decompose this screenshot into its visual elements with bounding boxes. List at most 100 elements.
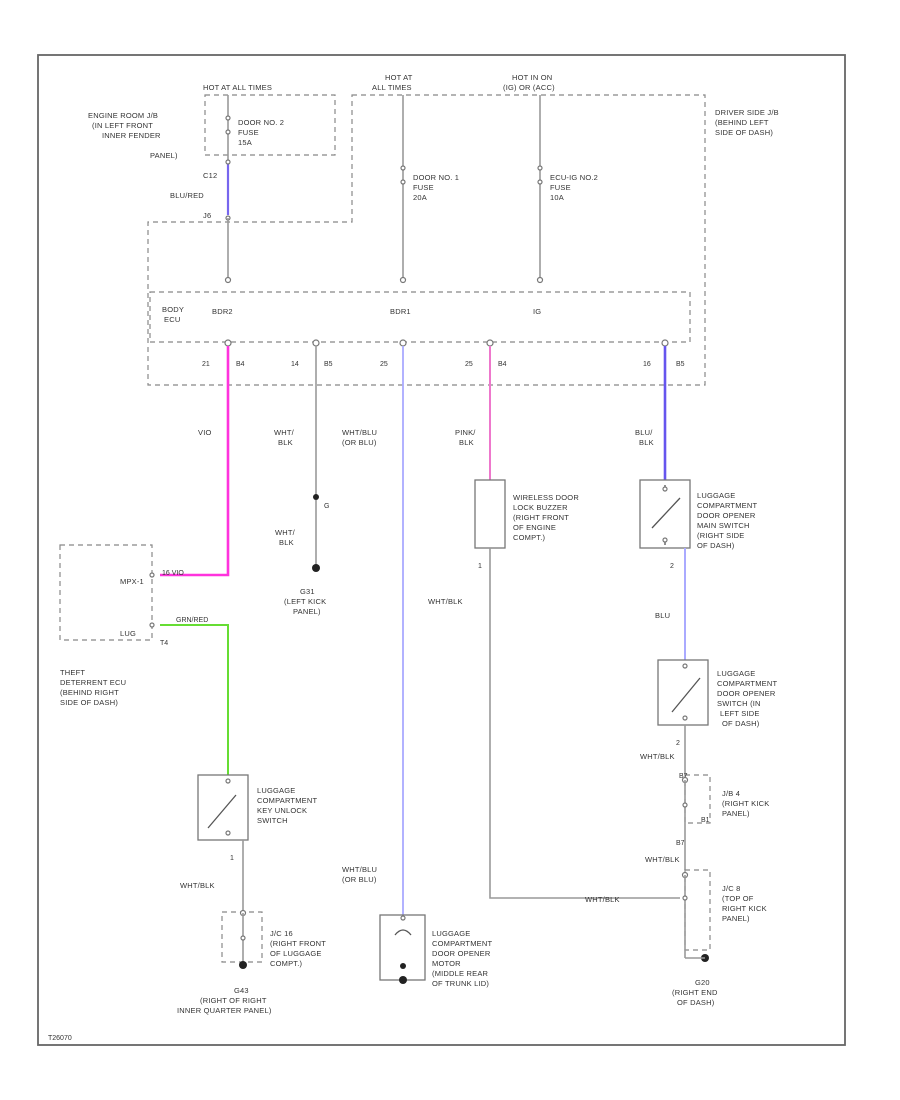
hot-on-label-1: HOT IN ON xyxy=(512,73,552,82)
svg-text:THEFT: THEFT xyxy=(60,668,85,677)
svg-text:(BEHIND LEFT: (BEHIND LEFT xyxy=(715,118,769,127)
svg-text:25: 25 xyxy=(465,361,473,368)
svg-text:COMPT.): COMPT.) xyxy=(270,959,303,968)
svg-text:OF DASH): OF DASH) xyxy=(677,998,715,1007)
theft-ecu-wire-grn-label: GRN/RED xyxy=(176,617,208,624)
svg-text:PINK/: PINK/ xyxy=(455,428,476,437)
figure-id: T26070 xyxy=(48,1035,72,1042)
svg-text:(RIGHT END: (RIGHT END xyxy=(672,988,718,997)
hot-all-times-label-2a: HOT AT xyxy=(385,73,413,82)
svg-text:DRIVER SIDE J/B: DRIVER SIDE J/B xyxy=(715,108,779,117)
engine-room-jb-box xyxy=(204,94,336,156)
svg-text:WHT/BLU: WHT/BLU xyxy=(342,865,377,874)
svg-text:(IN LEFT FRONT: (IN LEFT FRONT xyxy=(92,121,153,130)
wire-wht-blk-2-label: WHT/ BLK xyxy=(275,528,296,547)
svg-text:DOOR NO. 1: DOOR NO. 1 xyxy=(413,173,459,182)
svg-text:WHT/: WHT/ xyxy=(275,528,296,537)
svg-text:INNER FENDER: INNER FENDER xyxy=(102,131,161,140)
svg-text:(TOP OF: (TOP OF xyxy=(722,894,754,903)
ground-g20-label: G20 (RIGHT END OF DASH) xyxy=(672,978,718,1007)
svg-text:COMPARTMENT: COMPARTMENT xyxy=(717,679,777,688)
ground-g43-label: G43 (RIGHT OF RIGHT INNER QUARTER PANEL) xyxy=(177,986,272,1015)
lug-opener-switch-box xyxy=(657,659,709,726)
svg-text:DOOR OPENER: DOOR OPENER xyxy=(432,949,491,958)
svg-text:DOOR OPENER: DOOR OPENER xyxy=(717,689,776,698)
svg-text:OF LUGGAGE: OF LUGGAGE xyxy=(270,949,322,958)
key-sw-pin-label: 1 xyxy=(230,855,234,862)
wire-wht-blk-4-label: WHT/BLK xyxy=(640,752,675,761)
svg-text:(OR BLU): (OR BLU) xyxy=(342,438,377,447)
theft-ecu-connector-label: T4 xyxy=(160,640,168,647)
svg-text:COMPARTMENT: COMPARTMENT xyxy=(257,796,317,805)
theft-ecu-pin-mpx1: MPX-1 xyxy=(120,577,144,586)
jc8-label: J/C 8 (TOP OF RIGHT KICK PANEL) xyxy=(722,884,767,923)
svg-text:(MIDDLE REAR: (MIDDLE REAR xyxy=(432,969,489,978)
key-unlock-switch-box xyxy=(197,774,249,841)
wireless-buzzer-box xyxy=(474,479,506,549)
wire-wht-blk-5-label: WHT/BLK xyxy=(645,855,680,864)
jb4-label: J/B 4 (RIGHT KICK PANEL) xyxy=(722,789,769,818)
svg-text:MAIN SWITCH: MAIN SWITCH xyxy=(697,521,750,530)
svg-text:B5: B5 xyxy=(324,361,333,368)
wire-blu-blk-label: BLU/ BLK xyxy=(635,428,654,447)
ground-g31 xyxy=(312,564,320,572)
theft-ecu-wire-vio-label: 16 VIO xyxy=(162,570,184,577)
svg-text:OF DASH): OF DASH) xyxy=(722,719,760,728)
svg-text:LUGGAGE: LUGGAGE xyxy=(697,491,736,500)
svg-text:G43: G43 xyxy=(234,986,249,995)
svg-text:DOOR NO. 2: DOOR NO. 2 xyxy=(238,118,284,127)
connector-j6-label: J6 xyxy=(203,211,211,220)
driver-side-jb-box xyxy=(147,94,706,386)
svg-text:ECU: ECU xyxy=(164,315,180,324)
svg-text:INNER QUARTER PANEL): INNER QUARTER PANEL) xyxy=(177,1006,272,1015)
main-sw-pin-label: 2 xyxy=(670,563,674,570)
svg-text:BLK: BLK xyxy=(639,438,654,447)
wireless-buzzer-label: WIRELESS DOOR LOCK BUZZER (RIGHT FRONT O… xyxy=(513,493,579,542)
svg-text:DETERRENT ECU: DETERRENT ECU xyxy=(60,678,126,687)
svg-text:G20: G20 xyxy=(695,978,710,987)
svg-text:B4: B4 xyxy=(236,361,245,368)
splice-g-label: G xyxy=(324,503,329,510)
hot-all-times-label-2b: ALL TIMES xyxy=(372,83,412,92)
door-no2-fuse-label: DOOR NO. 2 FUSE 15A xyxy=(238,118,284,147)
svg-text:B4: B4 xyxy=(498,361,507,368)
svg-text:BLU/: BLU/ xyxy=(635,428,653,437)
pin-ig-label: IG xyxy=(533,307,541,316)
wire-wht-blk-6-label: WHT/BLK xyxy=(585,895,620,904)
svg-text:(BEHIND RIGHT: (BEHIND RIGHT xyxy=(60,688,119,697)
engine-room-jb-label: ENGINE ROOM J/B (IN LEFT FRONT INNER FEN… xyxy=(88,111,178,160)
jc8-pin-label: B7 xyxy=(676,840,685,847)
svg-text:LUGGAGE: LUGGAGE xyxy=(257,786,296,795)
svg-text:LEFT SIDE: LEFT SIDE xyxy=(720,709,760,718)
svg-text:21: 21 xyxy=(202,361,210,368)
wire-vio-label: VIO xyxy=(198,428,212,437)
svg-text:20A: 20A xyxy=(413,193,427,202)
svg-text:ENGINE ROOM J/B: ENGINE ROOM J/B xyxy=(88,111,158,120)
svg-text:SWITCH (IN: SWITCH (IN xyxy=(717,699,761,708)
opener-motor-label: LUGGAGE COMPARTMENT DOOR OPENER MOTOR (M… xyxy=(432,929,492,988)
wire-vio xyxy=(160,346,230,577)
jb4-pin-b7: B7 xyxy=(679,773,688,780)
svg-text:SWITCH: SWITCH xyxy=(257,816,288,825)
theft-ecu-label: THEFT DETERRENT ECU (BEHIND RIGHT SIDE O… xyxy=(60,668,126,707)
lug-main-switch-label: LUGGAGE COMPARTMENT DOOR OPENER MAIN SWI… xyxy=(697,491,757,550)
svg-text:J/C 16: J/C 16 xyxy=(270,929,293,938)
svg-text:SIDE OF DASH): SIDE OF DASH) xyxy=(60,698,118,707)
opener-sw-pin-label: 2 xyxy=(676,740,680,747)
buzzer-pin-label: 1 xyxy=(478,563,482,570)
pin-bdr1-label: BDR1 xyxy=(390,307,411,316)
hot-on-label-2: (IG) OR (ACC) xyxy=(503,83,555,92)
svg-text:OF ENGINE: OF ENGINE xyxy=(513,523,556,532)
wire-pnk-blk-label: PINK/ BLK xyxy=(455,428,476,447)
key-unlock-switch-label: LUGGAGE COMPARTMENT KEY UNLOCK SWITCH xyxy=(257,786,317,825)
opener-motor-box xyxy=(379,914,426,981)
svg-text:(OR BLU): (OR BLU) xyxy=(342,875,377,884)
wire-wht-blu-2-label: WHT/BLU (OR BLU) xyxy=(342,865,377,884)
door-no1-fuse-label: DOOR NO. 1 FUSE 20A xyxy=(413,173,459,202)
hot-all-times-label-1: HOT AT ALL TIMES xyxy=(203,83,272,92)
diagram-frame xyxy=(37,54,846,1046)
svg-text:PANEL): PANEL) xyxy=(722,914,750,923)
svg-text:SIDE OF DASH): SIDE OF DASH) xyxy=(715,128,773,137)
wire-wht-blu-1-label: WHT/BLU (OR BLU) xyxy=(342,428,377,447)
